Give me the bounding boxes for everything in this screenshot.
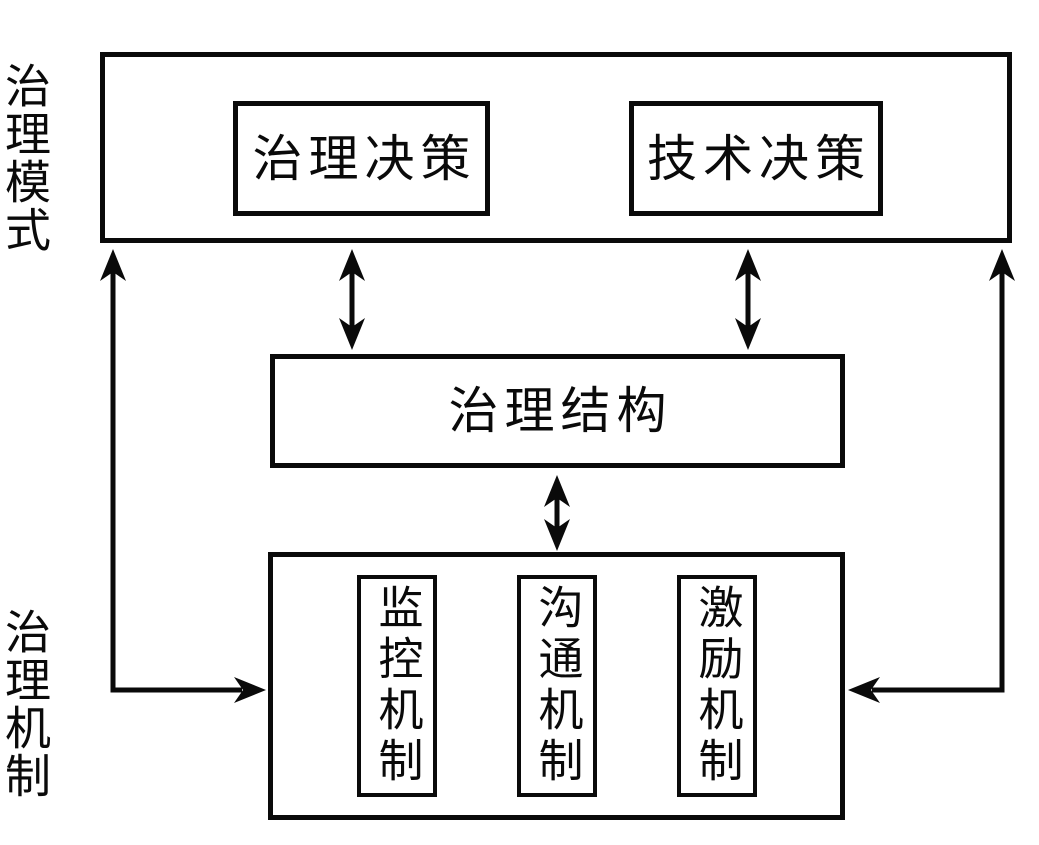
arrow-left-elbow-line: [110, 270, 242, 693]
governance-decision-label: 治理决策: [252, 129, 477, 188]
arrow-right-elbow-line: [872, 270, 1005, 693]
arrowhead-up: [100, 249, 126, 281]
arrowhead-up: [339, 249, 365, 281]
monitoring-mechanism-box: 监控机制: [357, 575, 437, 797]
communication-mechanism-box: 沟通机制: [517, 575, 597, 797]
technical-decision-box: 技术决策: [629, 101, 883, 216]
arrowhead-up: [989, 249, 1015, 281]
governance-decision-box: 治理决策: [233, 101, 490, 216]
technical-decision-label: 技术决策: [647, 129, 871, 188]
arrowhead-down: [735, 318, 761, 350]
incentive-mechanism-label: 激励机制: [690, 584, 744, 788]
arrowhead-left: [848, 677, 880, 703]
monitoring-mechanism-label: 监控机制: [370, 584, 424, 788]
governance-structure-label: 治理结构: [448, 382, 673, 440]
side-label-governance-mechanism: 治理机制: [0, 608, 52, 800]
incentive-mechanism-box: 激励机制: [677, 575, 757, 797]
governance-model-container-box: 治理决策 技术决策: [100, 52, 1012, 243]
arrowhead-up: [735, 249, 761, 281]
arrowhead-right: [234, 677, 266, 703]
communication-mechanism-label: 沟通机制: [530, 584, 584, 788]
arrowhead-up: [544, 475, 570, 507]
governance-structure-box: 治理结构: [270, 354, 845, 468]
side-label-governance-model: 治理模式: [0, 62, 52, 254]
arrowhead-down: [339, 318, 365, 350]
arrowhead-down: [544, 519, 570, 551]
